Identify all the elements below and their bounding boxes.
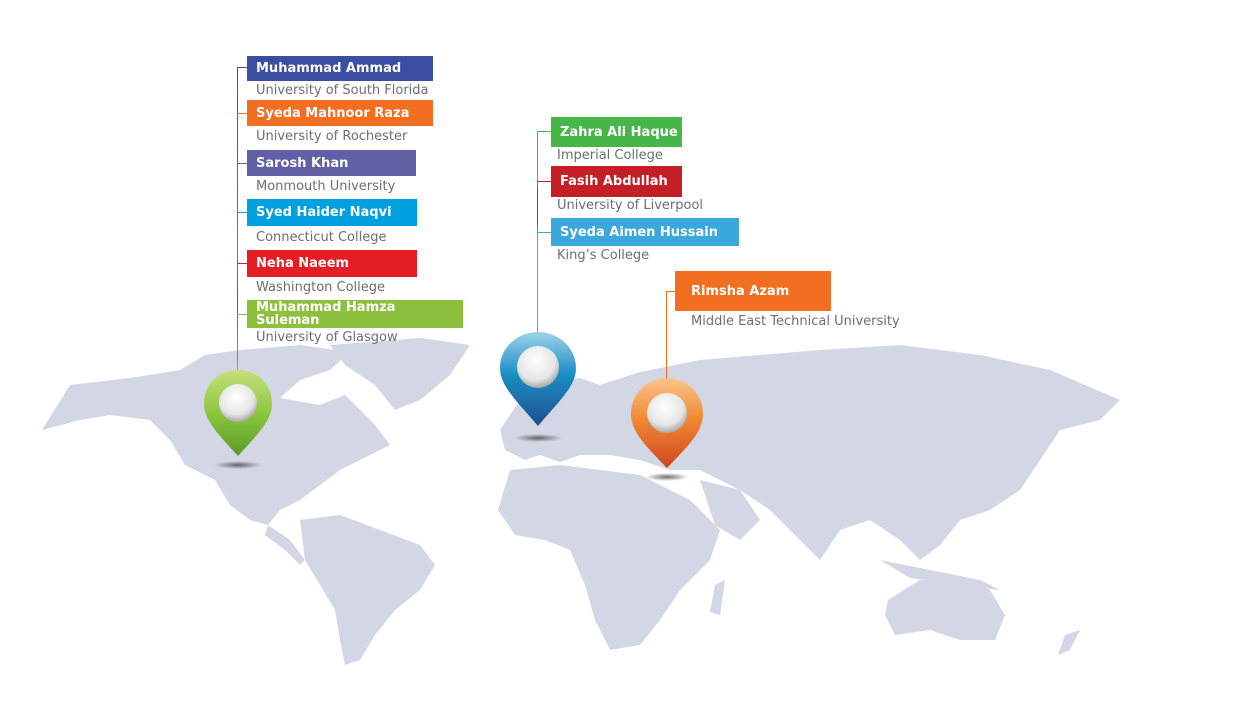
university-label: University of South Florida	[256, 83, 429, 98]
connector-tick	[237, 263, 247, 264]
university-label: University of Glasgow	[256, 330, 398, 345]
greenland	[330, 338, 470, 410]
connector-tick	[237, 212, 247, 213]
student-name: Zahra Ali Haque	[551, 117, 682, 147]
central-america	[265, 525, 305, 565]
connector-tick	[237, 113, 247, 114]
connector-tick	[537, 131, 551, 132]
map-pin-blue-icon	[500, 332, 576, 442]
student-name: Muhammad Hamza Suleman	[247, 300, 463, 328]
student-name: Neha Naeem	[247, 250, 417, 277]
connector-tick	[237, 163, 247, 164]
australia	[885, 578, 1005, 640]
university-label: Connecticut College	[256, 230, 387, 245]
madagascar	[710, 580, 725, 615]
university-label: King’s College	[557, 248, 650, 263]
student-name: Rimsha Azam	[675, 271, 831, 311]
map-pin-green-icon	[204, 370, 272, 469]
connector-line	[666, 291, 667, 381]
connector-tick	[537, 181, 551, 182]
university-label: Washington College	[256, 280, 386, 295]
new-zealand	[1058, 630, 1080, 655]
university-label: Monmouth University	[256, 179, 396, 194]
student-name: Syed Haider Naqvi	[247, 199, 417, 226]
student-name: Sarosh Khan	[247, 150, 416, 176]
connector-tick	[666, 291, 675, 292]
university-label: Imperial College	[557, 148, 663, 163]
north-america	[42, 345, 390, 525]
africa	[498, 465, 720, 650]
map-pin-orange-icon	[631, 378, 703, 481]
student-name: Muhammad Ammad	[247, 56, 433, 81]
japan	[985, 440, 1015, 490]
university-label: Middle East Technical University	[691, 314, 900, 329]
university-label: University of Rochester	[256, 129, 408, 144]
student-name: Syeda Mahnoor Raza	[247, 100, 433, 126]
connector-tick	[237, 314, 247, 315]
student-name: Syeda Aimen Hussain	[551, 218, 739, 246]
connector-line	[237, 67, 238, 380]
university-label: University of Liverpool	[557, 198, 704, 213]
student-name: Fasih Abdullah	[551, 166, 682, 197]
connector-tick	[237, 67, 247, 68]
south-america	[300, 515, 435, 665]
connector-tick	[537, 232, 551, 233]
